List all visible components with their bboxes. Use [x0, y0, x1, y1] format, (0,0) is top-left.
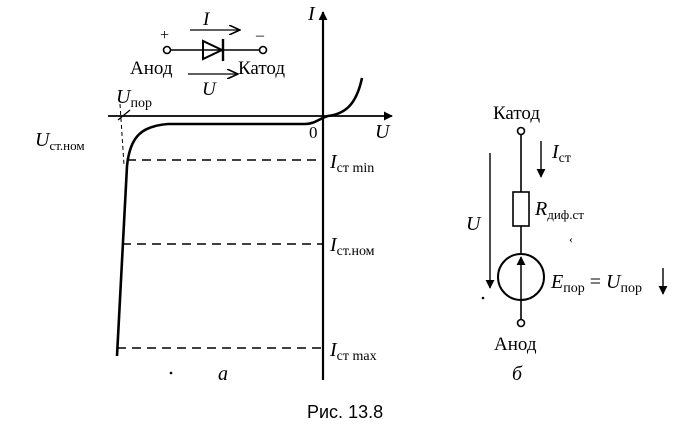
diode-triangle [202, 39, 225, 61]
i-nom-label: Iст.ном [329, 234, 375, 259]
figure-caption: Рис. 13.8 [307, 402, 383, 422]
anode-terminal [162, 45, 172, 55]
stray-dot [169, 371, 173, 375]
iv-curve [115, 77, 364, 357]
origin-label: 0 [309, 123, 318, 142]
i-min-label: Iст min [329, 151, 374, 176]
circuit-voltage-label: U [466, 213, 482, 235]
current-axis-label: I [307, 3, 316, 25]
panel-a: I U 0 Uпор Uст.ном Iст min Iст.ном Iст m… [35, 3, 393, 385]
u-threshold-label: Uпор [116, 86, 152, 111]
u-threshold-tick [119, 103, 125, 166]
source-label: Eпор = Uпор [550, 271, 642, 296]
cathode-label-b: Катод [493, 103, 540, 124]
cathode-terminal [258, 45, 268, 55]
anode-label-b: Анод [494, 334, 537, 355]
cathode-label-a: Катод [238, 58, 285, 79]
anode-node [516, 318, 526, 328]
i-max-label: Iст max [329, 339, 377, 364]
panel-b-letter: б [512, 363, 523, 385]
anode-label-a: Анод [130, 58, 173, 79]
stray-mark: ‹ [569, 232, 573, 246]
resistor-label: Rдиф.ст [534, 198, 584, 222]
symbol-current-label: I [202, 9, 211, 30]
cathode-node [516, 126, 526, 136]
panel-a-letter: а [218, 363, 228, 385]
stray-dot-b [481, 296, 485, 300]
minus-sign: – [255, 27, 265, 44]
u-nominal-label: Uст.ном [35, 129, 85, 153]
voltage-axis-label: U [375, 121, 391, 143]
panel-b: Катод Iст Rдиф.ст ‹ Eпор = Uпор Анод U б [466, 103, 668, 385]
circuit-current-label: Iст [551, 141, 571, 166]
diode-symbol: + – I U Анод Катод [130, 9, 285, 100]
u-nominal-tick [117, 109, 131, 121]
resistor [512, 191, 530, 227]
symbol-voltage-label: U [202, 79, 217, 100]
plus-sign: + [160, 27, 169, 44]
